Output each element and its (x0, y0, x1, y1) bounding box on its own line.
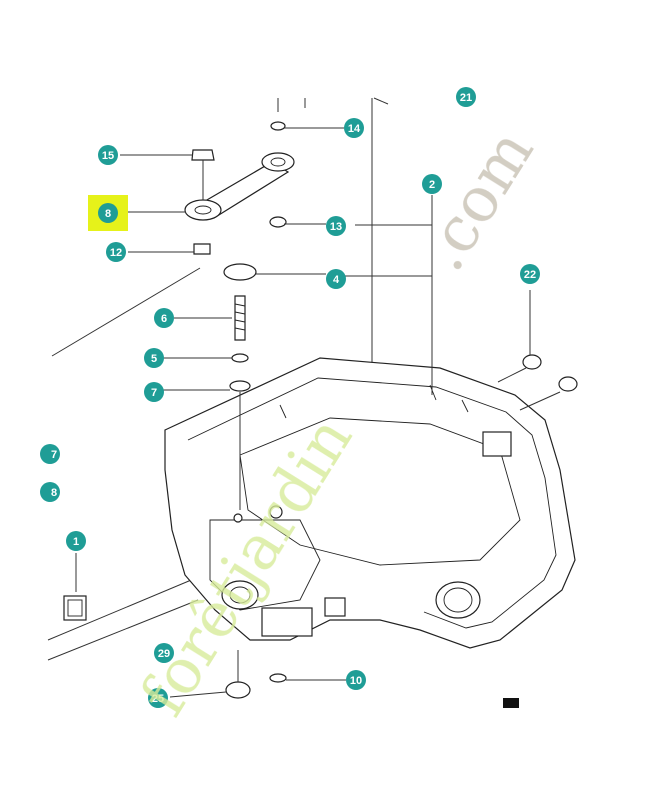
small-clip (63, 553, 87, 621)
callout-6-label: 6 (161, 313, 167, 325)
callout-29[interactable]: 29 (154, 643, 174, 663)
callout-17-partial[interactable]: 7 (40, 444, 60, 464)
watermark-suffix: .com (406, 117, 548, 283)
link-arm (184, 149, 295, 255)
hardware-column (223, 121, 287, 699)
callout-8-label: 8 (105, 208, 111, 220)
callout-5-label: 5 (151, 353, 157, 365)
callout-2-label: 2 (429, 179, 435, 191)
callout-4[interactable]: 4 (326, 269, 346, 289)
nuts-right (497, 290, 578, 411)
callout-15[interactable]: 15 (98, 145, 118, 165)
callout-18-label: 8 (51, 487, 57, 499)
callout-14-label: 14 (348, 123, 361, 135)
callout-25[interactable]: 25 (148, 688, 168, 708)
callout-6[interactable]: 6 (154, 308, 174, 328)
callout-13[interactable]: 13 (326, 216, 346, 236)
callout-5[interactable]: 5 (144, 348, 164, 368)
leader-lines (120, 127, 433, 698)
callout-7-label: 7 (151, 387, 157, 399)
callout-17-label: 7 (51, 449, 57, 461)
callout-4-label: 4 (333, 274, 340, 286)
callout-1[interactable]: 1 (66, 531, 86, 551)
callout-13-label: 13 (330, 221, 342, 233)
callout-1-label: 1 (73, 536, 79, 548)
callout-14[interactable]: 14 (344, 118, 364, 138)
callout-12[interactable]: 12 (106, 242, 126, 262)
base-frame (164, 357, 576, 649)
callout-7[interactable]: 7 (144, 382, 164, 402)
callout-12-label: 12 (110, 247, 122, 259)
callout-8[interactable]: 8 (98, 203, 118, 223)
callout-10-label: 10 (350, 675, 362, 687)
callout-25-label: 25 (152, 693, 164, 705)
callout-21-label: 21 (460, 92, 472, 104)
callout-22-label: 22 (524, 269, 536, 281)
callout-21[interactable]: 21 (456, 87, 476, 107)
callout-18-partial[interactable]: 8 (40, 482, 60, 502)
page-marker (503, 698, 519, 708)
callout-29-label: 29 (158, 648, 170, 660)
callout-10[interactable]: 10 (346, 670, 366, 690)
callout-2[interactable]: 2 (422, 174, 442, 194)
callout-22[interactable]: 22 (520, 264, 540, 284)
callout-15-label: 15 (102, 150, 114, 162)
